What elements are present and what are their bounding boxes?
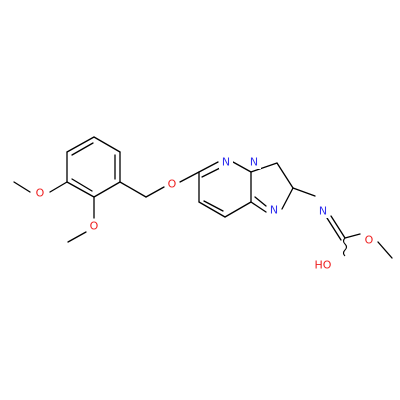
methoxy-lower [67,196,95,243]
methoxy-upper [13,181,68,193]
atom-label-o-ether: O [168,178,177,191]
atom-label-n-pyridazine: N [222,156,230,169]
atom-label-o-methoxy-upper: O [36,187,45,200]
atom-label-o-methoxy-lower: O [90,220,99,233]
atom-label-o-ester: O [365,234,374,247]
atom-labels: O O O N N N N HO O [33,155,376,272]
imidazole-ring [250,162,294,213]
atom-label-n-imine: N [319,205,327,218]
atom-label-n-bridgehead: N [250,156,258,169]
carbamate-chain [292,187,393,259]
pyridazine-ring [198,161,252,218]
benzene-ring [66,136,121,198]
benzyl-ether-linker [119,171,200,198]
atom-label-n-imidazole: N [270,204,278,217]
atom-label-hydroxy: HO [315,259,332,272]
